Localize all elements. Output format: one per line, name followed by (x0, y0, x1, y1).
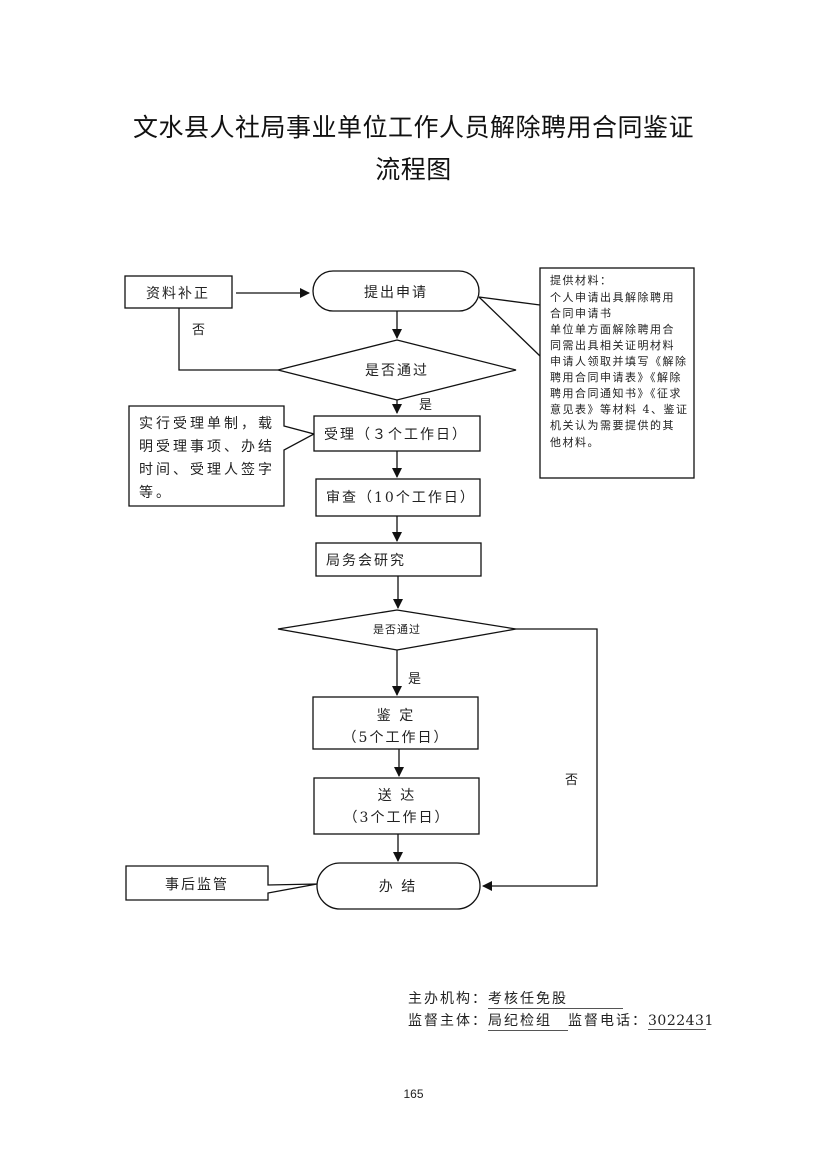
node-supplement-label: 资料补正 (146, 286, 210, 302)
edge-decision2-no (482, 628, 598, 891)
note-acceptance: 实行受理单制，载 明受理事项、办结 时间、受理人签字 等。 (128, 405, 316, 507)
document-title-line1: 文水县人社局事业单位工作人员解除聘用合同鉴证 (132, 113, 694, 142)
note-materials-line: 机关认为需要提供的其 (550, 418, 675, 432)
node-review: 审查（10个工作日） (315, 478, 481, 517)
footer-phone-value: 3022431 (648, 1013, 714, 1030)
note-acceptance-line: 时间、受理人签字 (139, 461, 275, 478)
edge-decision1-no (178, 308, 278, 371)
footer-phone-label: 监督电话： (568, 1013, 648, 1029)
edge-label-no2: 否 (565, 773, 578, 788)
note-materials-line: 聘用合同申请表》《解除 (550, 370, 682, 384)
node-meeting: 局务会研究 (315, 542, 482, 577)
node-review-label: 审查（10个工作日） (326, 490, 476, 506)
edge-label-yes2: 是 (408, 672, 421, 687)
callout-line-upper (478, 296, 541, 306)
footer-host-value: 考核任免股 (488, 988, 623, 1009)
note-materials-line: 个人申请出具解除聘用 (550, 290, 675, 304)
node-appraise-label-line1: 鉴 定 (377, 708, 415, 724)
node-supplement: 资料补正 (124, 275, 233, 309)
node-decision1-label: 是否通过 (365, 363, 429, 379)
node-complete: 办 结 (316, 862, 481, 910)
node-submit: 提出申请 (312, 270, 480, 312)
note-materials: 提供材料： 个人申请出具解除聘用 合同申请书 单位单方面解除聘用合 同需出具相关… (539, 267, 695, 479)
note-acceptance-line: 实行受理单制，载 (139, 416, 275, 432)
footer-supervisor-value: 局纪检组 (488, 1010, 568, 1031)
footer-supervisor-row: 监督主体：局纪检组监督电话：3022431 (408, 1010, 714, 1031)
node-decision2: 是否通过 (277, 609, 517, 651)
node-appraise-label-line2: （5个工作日） (343, 730, 450, 746)
node-deliver-label-line1: 送 达 (378, 788, 416, 804)
node-deliver: 送 达 （3个工作日） (313, 777, 480, 835)
note-materials-line: 意见表》等材料 4、鉴证 (550, 402, 689, 416)
node-decision2-label: 是否通过 (373, 623, 421, 636)
node-supervision-label: 事后监管 (165, 877, 229, 893)
note-materials-line: 他材料。 (550, 435, 600, 449)
node-supervision: 事后监管 (125, 865, 318, 901)
node-meeting-label: 局务会研究 (326, 553, 406, 569)
node-accept: 受理（３个工作日） (313, 415, 481, 452)
note-materials-line: 合同申请书 (550, 306, 613, 320)
edge-label-no1: 否 (192, 323, 205, 338)
note-materials-line: 申请人领取并填写《解除 (550, 354, 688, 368)
node-deliver-label-line2: （3个工作日） (344, 810, 451, 826)
node-appraise: 鉴 定 （5个工作日） (312, 696, 479, 750)
note-acceptance-line: 明受理事项、办结 (139, 439, 275, 455)
note-materials-line: 同需出具相关证明材料 (550, 338, 675, 352)
footer-supervisor-label: 监督主体： (408, 1013, 488, 1029)
node-decision1: 是否通过 (277, 339, 517, 401)
node-complete-label: 办 结 (379, 879, 417, 895)
edge-label-yes1: 是 (419, 398, 432, 413)
node-accept-label: 受理（３个工作日） (324, 427, 468, 443)
callout-line-lower (478, 296, 541, 357)
footer-host-label: 主办机构： (408, 991, 488, 1007)
note-materials-line: 提供材料： (550, 273, 613, 287)
node-submit-label: 提出申请 (364, 285, 428, 301)
document-title-line2: 流程图 (375, 155, 452, 184)
note-acceptance-line: 等。 (139, 484, 173, 501)
footer-host-row: 主办机构：考核任免股 (408, 988, 623, 1009)
page-number: 165 (403, 1087, 424, 1101)
note-materials-line: 聘用合同通知书》《征求 (550, 386, 682, 400)
note-materials-line: 单位单方面解除聘用合 (550, 322, 675, 336)
